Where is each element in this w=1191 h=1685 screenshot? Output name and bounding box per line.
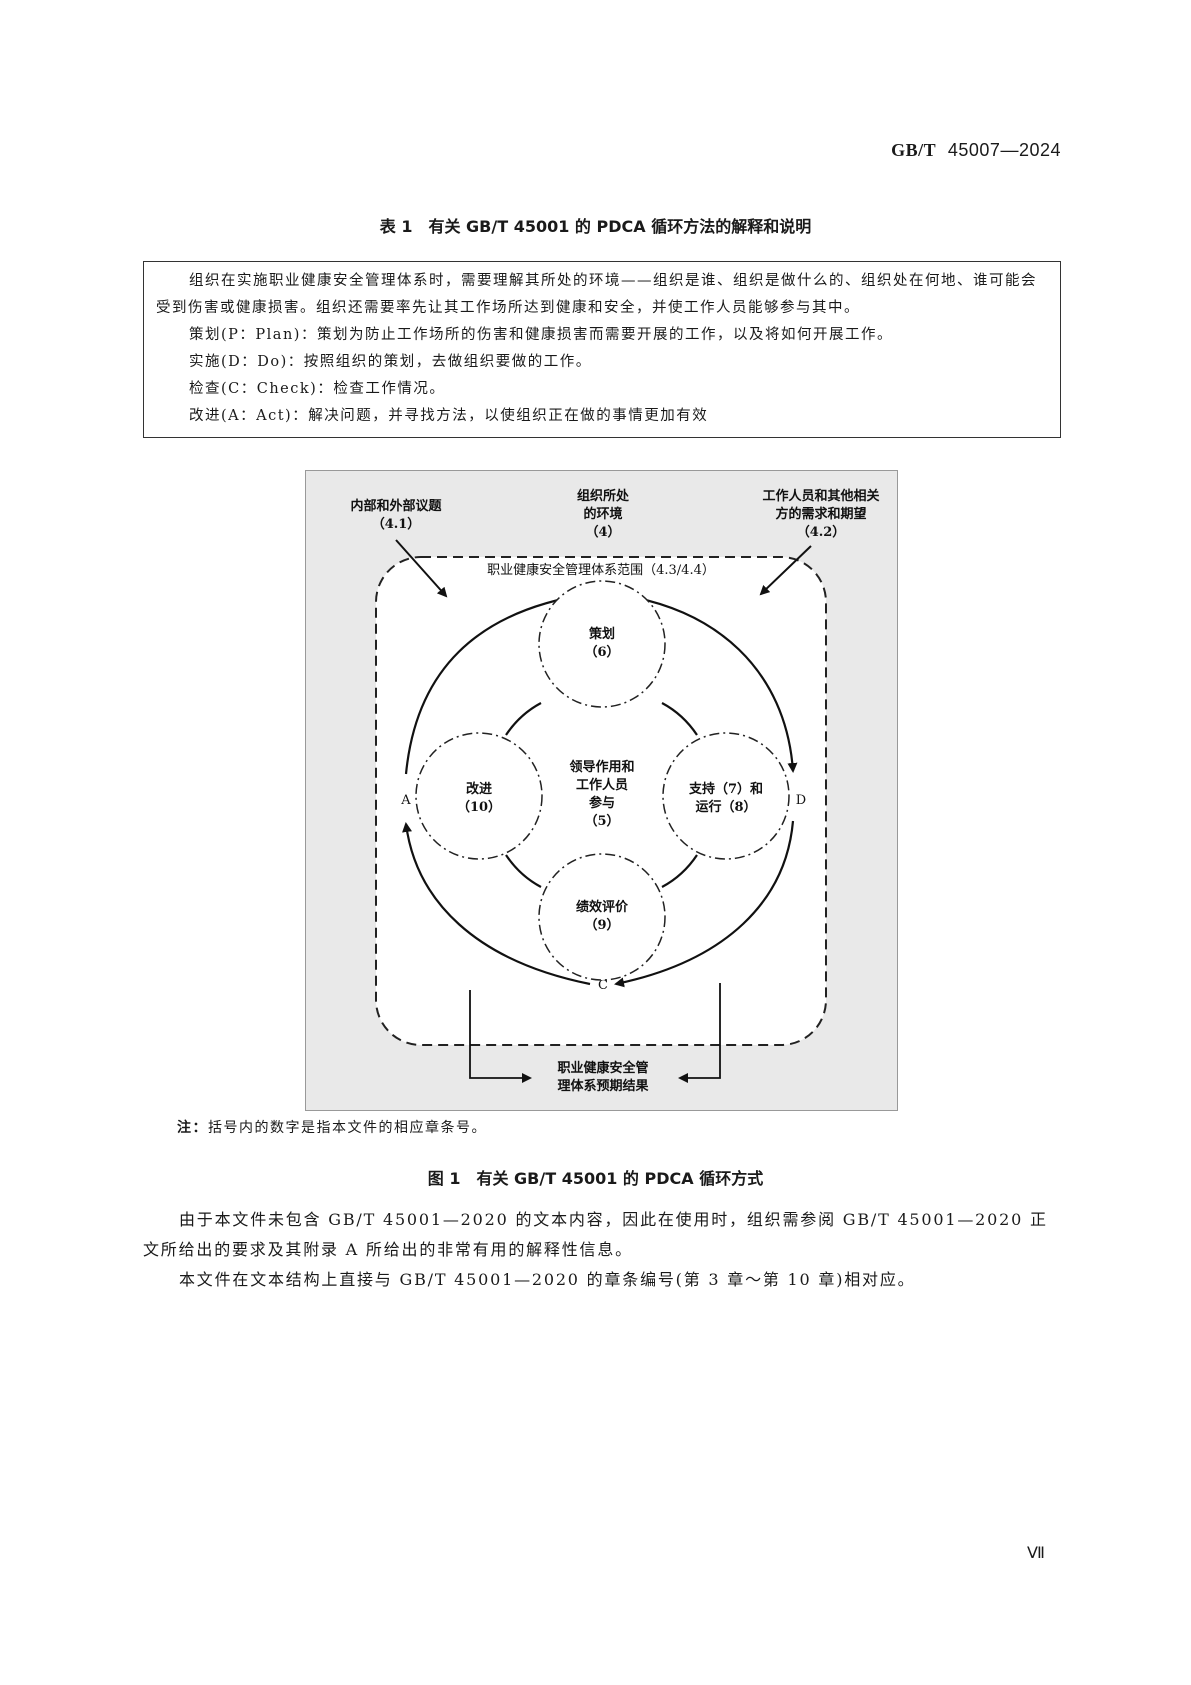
scope-boundary (375, 556, 827, 1046)
svg-text:（4）: （4） (585, 524, 620, 540)
scope-label: 职业健康安全管理体系范围（4.3/4.4） (487, 562, 715, 578)
svg-text:（4.2）: （4.2） (797, 524, 846, 540)
standard-number: 45007—2024 (947, 140, 1061, 160)
svg-text:策划: 策划 (589, 626, 615, 642)
page-number: Ⅶ (1027, 1545, 1045, 1562)
center-leadership: 领导作用和 (569, 759, 634, 775)
svg-text:支持（7）和: 支持（7）和 (688, 781, 763, 797)
body-paragraph: 本文件在文本结构上直接与 GB/T 45001—2020 的章条编号(第 3 章… (179, 1270, 916, 1289)
circle-plan (538, 580, 666, 708)
svg-text:（9）: （9） (584, 917, 619, 933)
label-internal-external-issues: 内部和外部议题 (350, 498, 442, 514)
arc-d-to-c (614, 820, 795, 988)
circle-improvement (415, 732, 543, 860)
arrow-outcome-right (678, 983, 721, 1083)
table-paragraph: 实施(D：Do)：按照组织的策划，去做组织要做的工作。 (189, 354, 592, 370)
svg-text:（10）: （10） (457, 799, 501, 815)
svg-text:的环境: 的环境 (583, 506, 622, 522)
circle-evaluation (538, 853, 666, 981)
circle-support-operation (662, 732, 790, 860)
svg-text:（6）: （6） (584, 644, 619, 660)
arc-a-to-p (404, 590, 591, 775)
svg-text:绩效评价: 绩效评价 (576, 899, 629, 915)
note-label: 注： (177, 1120, 208, 1136)
body-paragraph: 由于本文件未包含 GB/T 45001—2020 的文本内容，因此在使用时，组织… (143, 1210, 1048, 1259)
svg-text:（5）: （5） (584, 813, 619, 829)
table-paragraph: 策划(P：Plan)：策划为防止工作场所的伤害和健康损害而需要开展的工作，以及将… (189, 327, 893, 343)
label-a: A (400, 793, 411, 808)
note-text: 括号内的数字是指本文件的相应章条号。 (208, 1120, 487, 1136)
svg-text:参与: 参与 (589, 795, 615, 811)
pdca-explanation-table: 组织在实施职业健康安全管理体系时，需要理解其所处的环境——组织是谁、组织是做什么… (143, 261, 1061, 438)
svg-text:改进: 改进 (466, 781, 492, 797)
svg-text:（4.1）: （4.1） (372, 516, 421, 532)
svg-text:工作人员: 工作人员 (576, 777, 628, 793)
svg-text:理体系预期结果: 理体系预期结果 (557, 1078, 648, 1094)
label-organization-context: 组织所处 (577, 488, 630, 504)
table-paragraph: 改进(A：Act)：解决问题，并寻找方法，以使组织正在做的事情更加有效 (189, 408, 709, 424)
arc-p-to-d (611, 592, 798, 773)
svg-text:方的需求和期望: 方的需求和期望 (775, 506, 866, 522)
arrow-needs-in (759, 545, 812, 596)
label-d: D (796, 793, 806, 808)
table-paragraph: 组织在实施职业健康安全管理体系时，需要理解其所处的环境——组织是谁、组织是做什么… (156, 273, 1037, 316)
figure-note: 注：括号内的数字是指本文件的相应章条号。 (177, 1117, 487, 1137)
outcome-label: 职业健康安全管 (557, 1060, 648, 1076)
table-paragraph: 检查(C：Check)：检查工作情况。 (189, 381, 446, 397)
label-worker-needs: 工作人员和其他相关 (762, 488, 879, 504)
table-title: 表 1 有关 GB/T 45001 的 PDCA 循环方法的解释和说明 (379, 217, 812, 236)
svg-text:运行（8）: 运行（8） (695, 799, 756, 815)
arrow-issues-in (395, 539, 448, 598)
pdca-diagram: 内部和外部议题 （4.1） 组织所处 的环境 （4） 工作人员和其他相关 方的需… (305, 470, 898, 1111)
label-c: C (598, 978, 608, 993)
figure-caption: 图 1 有关 GB/T 45001 的 PDCA 循环方式 (427, 1169, 764, 1188)
arrow-outcome-left (469, 990, 532, 1083)
arc-c-to-a (402, 822, 591, 986)
body-text: 由于本文件未包含 GB/T 45001—2020 的文本内容，因此在使用时，组织… (143, 1205, 1063, 1295)
document-code: GB/T 45007—2024 (891, 140, 1061, 161)
standard-prefix: GB/T (891, 140, 937, 160)
